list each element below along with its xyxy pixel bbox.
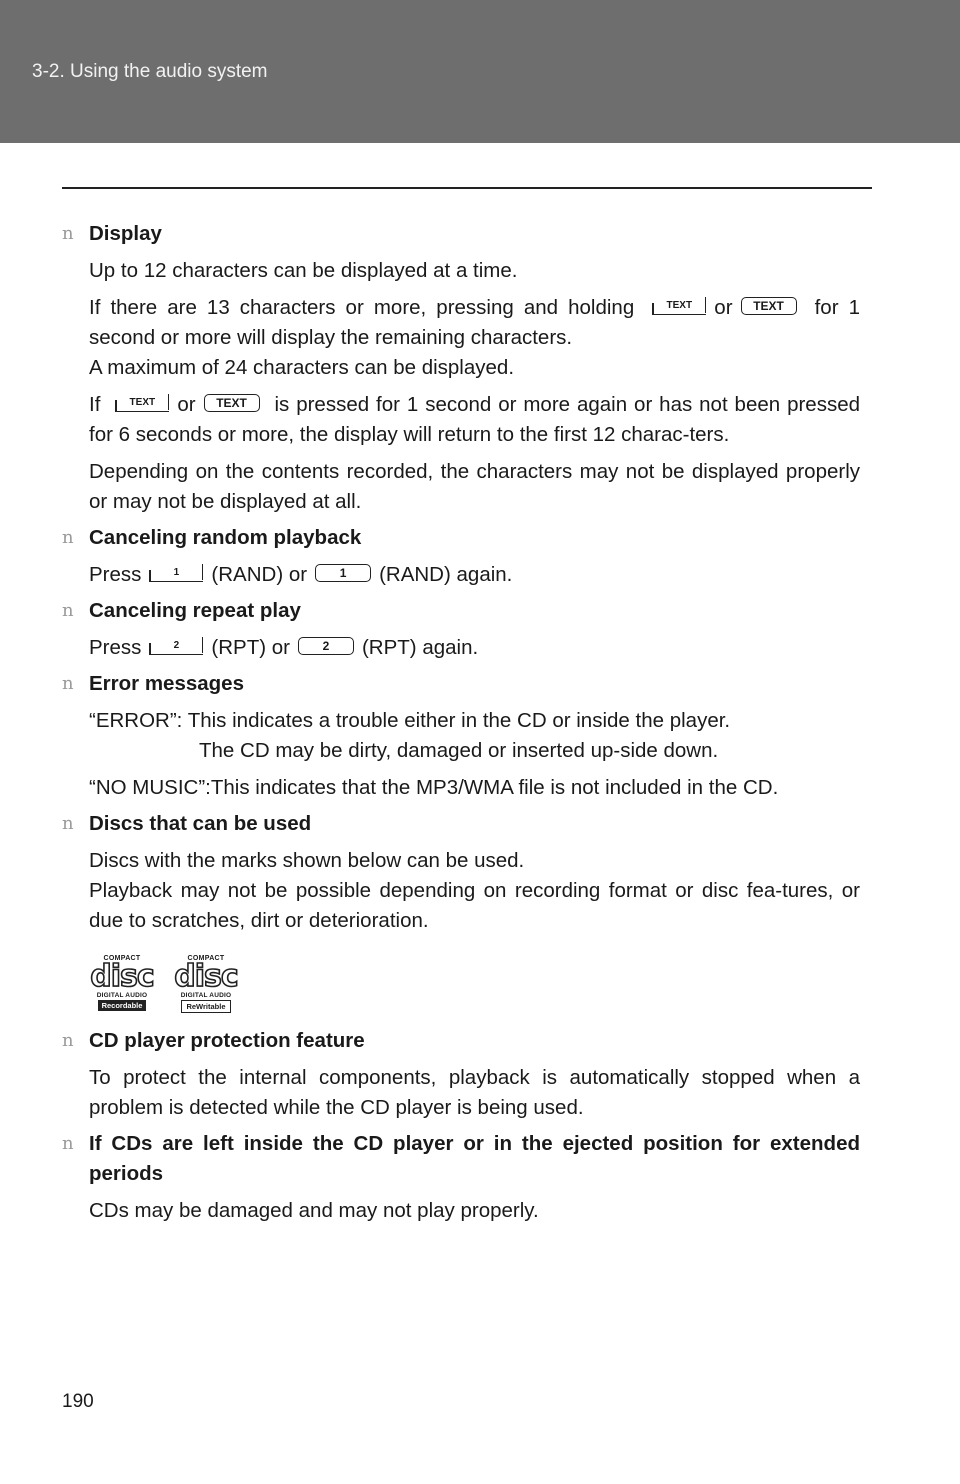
text-run: or xyxy=(714,296,733,319)
bullet-marker: n xyxy=(62,223,74,244)
text-run: (RAND) again. xyxy=(379,563,513,586)
text-button-icon: TEXT xyxy=(652,297,707,315)
heading-text: Discs that can be used xyxy=(89,812,312,835)
text-button-icon: TEXT xyxy=(203,394,260,412)
text-run: or xyxy=(177,393,196,416)
text-run: If there are 13 characters or more, pres… xyxy=(89,296,635,319)
bullet-marker: n xyxy=(62,1030,74,1051)
heading-random: n Canceling random playback xyxy=(62,523,860,553)
heading-display: n Display xyxy=(62,219,860,249)
text-button-icon: TEXT xyxy=(740,297,797,315)
heading-protection: n CD player protection feature xyxy=(62,1026,860,1056)
page-content: n Display Up to 12 characters can be dis… xyxy=(62,213,860,1226)
text-button-icon: TEXT xyxy=(115,394,170,412)
error-entry: “NO MUSIC”:This indicates that the MP3/W… xyxy=(89,776,779,799)
heading-text: Canceling random playback xyxy=(89,526,362,549)
error-text: The CD may be dirty, damaged or inserted… xyxy=(199,739,719,762)
paragraph: CDs may be damaged and may not play prop… xyxy=(89,1199,539,1222)
preset-1-button-icon: 1 xyxy=(315,564,372,582)
text-run: is pressed for 1 second or more again or… xyxy=(89,393,860,446)
text-run: (RAND) or xyxy=(211,563,308,586)
paragraph: Press 2 (RPT) or 2 (RPT) again. xyxy=(62,633,860,663)
bullet-marker: n xyxy=(62,600,74,621)
text-run: Press xyxy=(89,636,142,659)
paragraph: Press 1 (RAND) or 1 (RAND) again. xyxy=(62,560,860,590)
text-run: for 1 second or more will display the re… xyxy=(89,296,860,349)
paragraph: Up to 12 characters can be displayed at … xyxy=(89,259,518,282)
bullet-marker: n xyxy=(62,1133,74,1154)
paragraph: Depending on the contents recorded, the … xyxy=(89,460,860,513)
error-text: “ERROR”: This indicates a trouble either… xyxy=(89,709,731,732)
text-run: (RPT) again. xyxy=(361,636,479,659)
heading-text: Canceling repeat play xyxy=(89,599,301,622)
preset-2-button-icon: 2 xyxy=(149,637,204,655)
heading-errors: n Error messages xyxy=(62,669,860,699)
preset-1-button-icon: 1 xyxy=(149,564,204,582)
heading-discs: n Discs that can be used xyxy=(62,809,860,839)
error-entry: “ERROR”: This indicates a trouble either… xyxy=(62,706,860,766)
bullet-marker: n xyxy=(62,813,74,834)
top-rule xyxy=(62,187,872,189)
heading-text: If CDs are left inside the CD player or … xyxy=(89,1132,860,1185)
page-header: 3-2. Using the audio system xyxy=(0,0,960,143)
heading-text: CD player protection feature xyxy=(89,1029,365,1052)
heading-text: Error messages xyxy=(89,672,244,695)
paragraph: If TEXT or TEXT is pressed for 1 second or… xyxy=(62,390,860,450)
text-run: (RPT) or xyxy=(211,636,290,659)
text-run: If xyxy=(89,393,101,416)
cd-recordable-logo: COMPACT disc DIGITAL AUDIO Recordable xyxy=(89,955,156,1011)
paragraph: Playback may not be possible depending o… xyxy=(89,879,860,932)
heading-left-inside: n If CDs are left inside the CD player o… xyxy=(62,1129,860,1189)
heading-repeat: n Canceling repeat play xyxy=(62,596,860,626)
text-run: Press xyxy=(89,563,142,586)
page-number: 190 xyxy=(62,1391,94,1412)
disc-logos: COMPACT disc DIGITAL AUDIO Recordable CO… xyxy=(62,954,860,1020)
paragraph: Discs with the marks shown below can be … xyxy=(89,849,525,872)
bullet-marker: n xyxy=(62,527,74,548)
section-title: 3-2. Using the audio system xyxy=(32,61,268,82)
preset-2-button-icon: 2 xyxy=(297,637,354,655)
paragraph: To protect the internal components, play… xyxy=(89,1066,860,1119)
paragraph: A maximum of 24 characters can be displa… xyxy=(89,356,515,379)
heading-text: Display xyxy=(89,222,162,245)
paragraph: If there are 13 characters or more, pres… xyxy=(62,293,860,353)
cd-rewritable-logo: COMPACT disc DIGITAL AUDIO ReWritable xyxy=(173,955,240,1013)
bullet-marker: n xyxy=(62,673,74,694)
